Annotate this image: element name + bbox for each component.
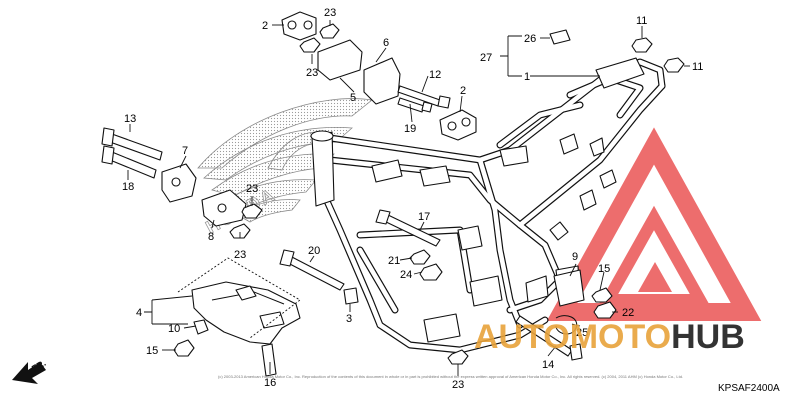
watermark-auto: AUTO [474,318,570,356]
callout-6: 6 [383,37,389,49]
watermark-hub: HUB [671,318,745,356]
callout-24: 24 [400,269,412,281]
diagram-code: KPSAF2400A [718,383,780,394]
front-direction-indicator: FR. [12,358,48,384]
callout-25: 25 [576,327,588,339]
callout-22: 22 [622,307,634,319]
leader-lines [127,20,690,376]
callout-21: 21 [388,255,400,267]
callout-3: 3 [346,313,352,325]
callout-23: 23 [306,67,318,79]
callout-11: 11 [636,15,647,27]
callout-23: 23 [234,249,246,261]
callout-12: 12 [429,69,441,81]
callout-1: 1 [524,71,530,83]
automotohub-watermark: AUTOMOTOHUB [474,318,745,356]
callout-20: 20 [308,245,320,257]
callout-11: 11 [692,61,703,73]
direction-label: FR. [30,358,48,374]
callout-16: 16 [264,377,276,389]
callout-23: 23 [324,7,336,19]
callout-26: 26 [524,33,536,45]
callout-labels: 2 23 23 6 5 12 19 2 26 27 1 11 11 13 18 … [122,7,703,391]
copyright-text: (c) 2003-2013 American Honda Motor Co., … [218,374,683,379]
callout-17: 17 [418,211,430,223]
callout-18: 18 [122,181,134,193]
direction-arrow-icon [12,362,46,384]
callout-23: 23 [246,183,258,195]
svg-text:AUTOMOTOHUB: AUTOMOTOHUB [474,318,745,356]
callout-2: 2 [262,20,268,32]
parts [101,11,685,377]
callout-7: 7 [182,145,188,157]
main-frame [310,57,666,354]
callout-15: 15 [598,263,610,275]
callout-27: 27 [480,52,492,64]
callout-2: 2 [460,85,466,97]
callout-4: 4 [136,307,142,319]
callout-9: 9 [572,251,578,263]
callout-14: 14 [542,359,554,371]
watermark-moto: MOTO [570,318,671,356]
callout-8: 8 [208,231,214,243]
callout-15: 15 [146,345,158,357]
watermark-triangles [546,127,762,321]
callout-19: 19 [404,123,416,135]
callout-13: 13 [124,113,136,125]
callout-23: 23 [452,379,464,391]
callout-5: 5 [350,92,356,104]
callout-10: 10 [168,323,180,335]
